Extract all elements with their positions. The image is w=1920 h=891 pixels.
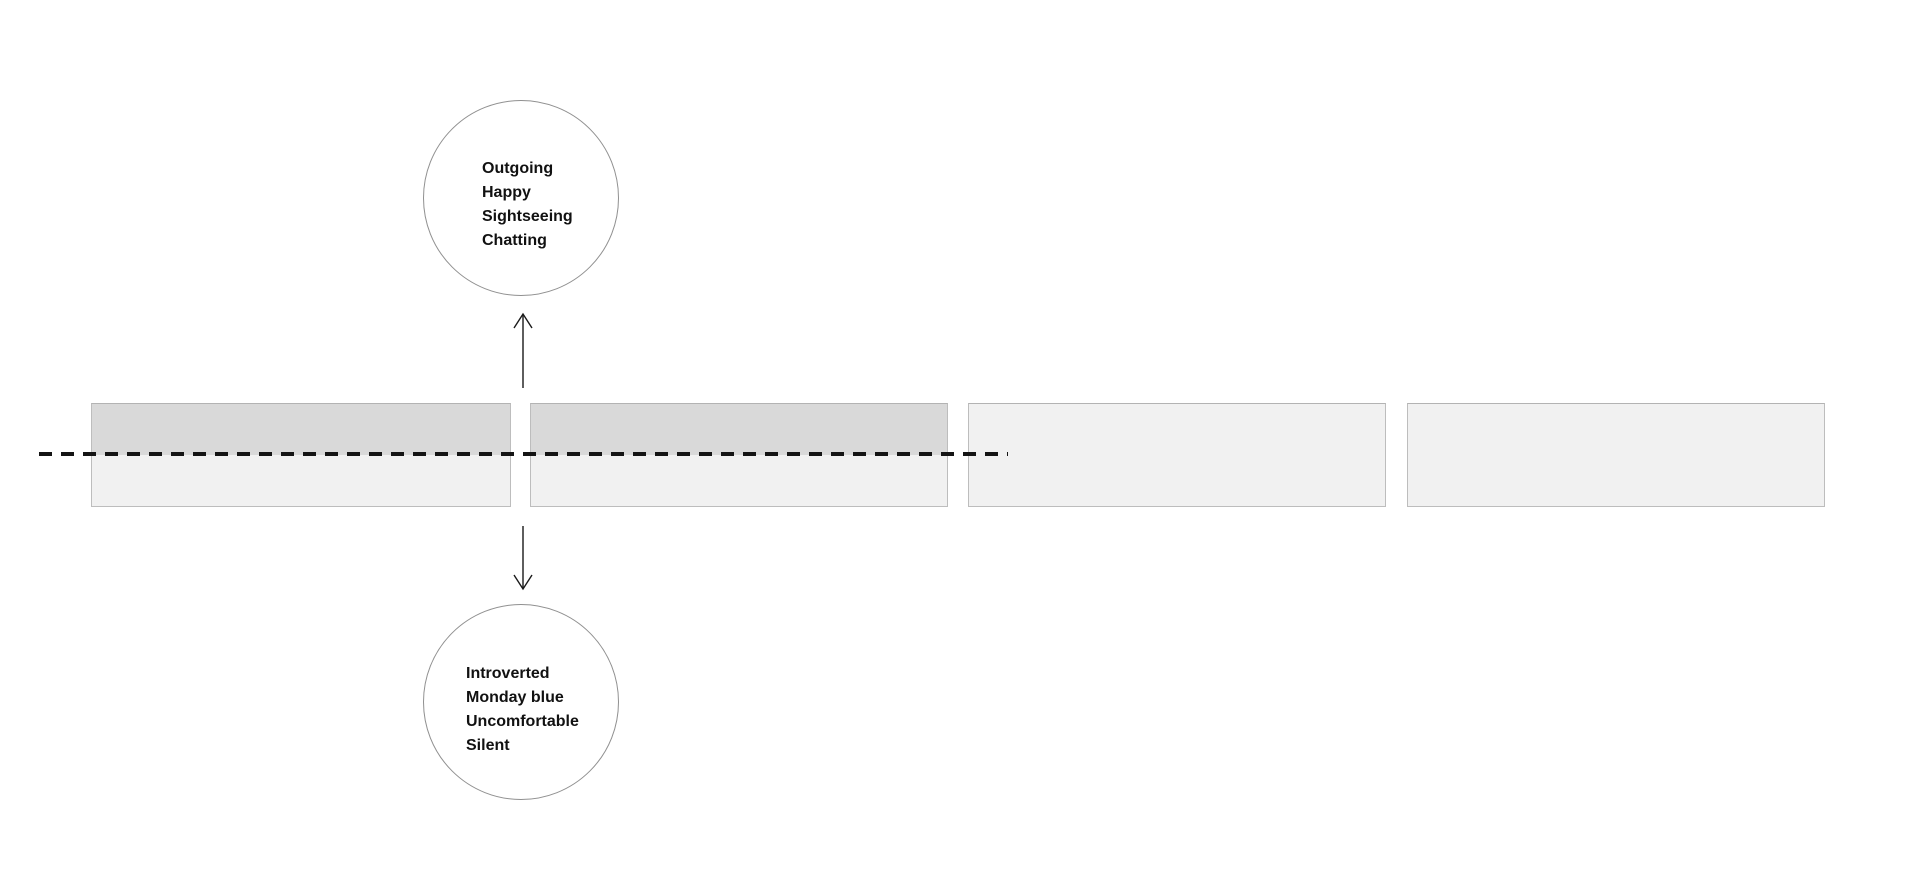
positive-traits-text: Outgoing Happy Sightseeing Chatting [482, 157, 573, 253]
negative-trait-line: Introverted [466, 665, 550, 682]
positive-trait-line: Happy [482, 184, 531, 201]
positive-traits-circle: Outgoing Happy Sightseeing Chatting [423, 100, 619, 296]
negative-trait-line: Silent [466, 737, 510, 754]
box-1-dark-fill [92, 404, 510, 455]
positive-trait-line: Sightseeing [482, 208, 573, 225]
timeline-box-3 [968, 403, 1386, 507]
positive-trait-line: Outgoing [482, 160, 554, 177]
dashed-reference-line [39, 452, 1008, 456]
box-2-dark-fill [531, 404, 947, 455]
box-4-dark-fill [1408, 404, 1824, 455]
negative-traits-text: Introverted Monday blue Uncomfortable Si… [466, 662, 579, 758]
timeline-box-4 [1407, 403, 1825, 507]
arrow-up-icon [513, 312, 533, 388]
negative-trait-line: Uncomfortable [466, 713, 579, 730]
negative-traits-circle: Introverted Monday blue Uncomfortable Si… [423, 604, 619, 800]
negative-trait-line: Monday blue [466, 689, 564, 706]
box-3-dark-fill [969, 404, 1385, 455]
arrow-down-icon [513, 526, 533, 591]
positive-trait-line: Chatting [482, 232, 547, 249]
